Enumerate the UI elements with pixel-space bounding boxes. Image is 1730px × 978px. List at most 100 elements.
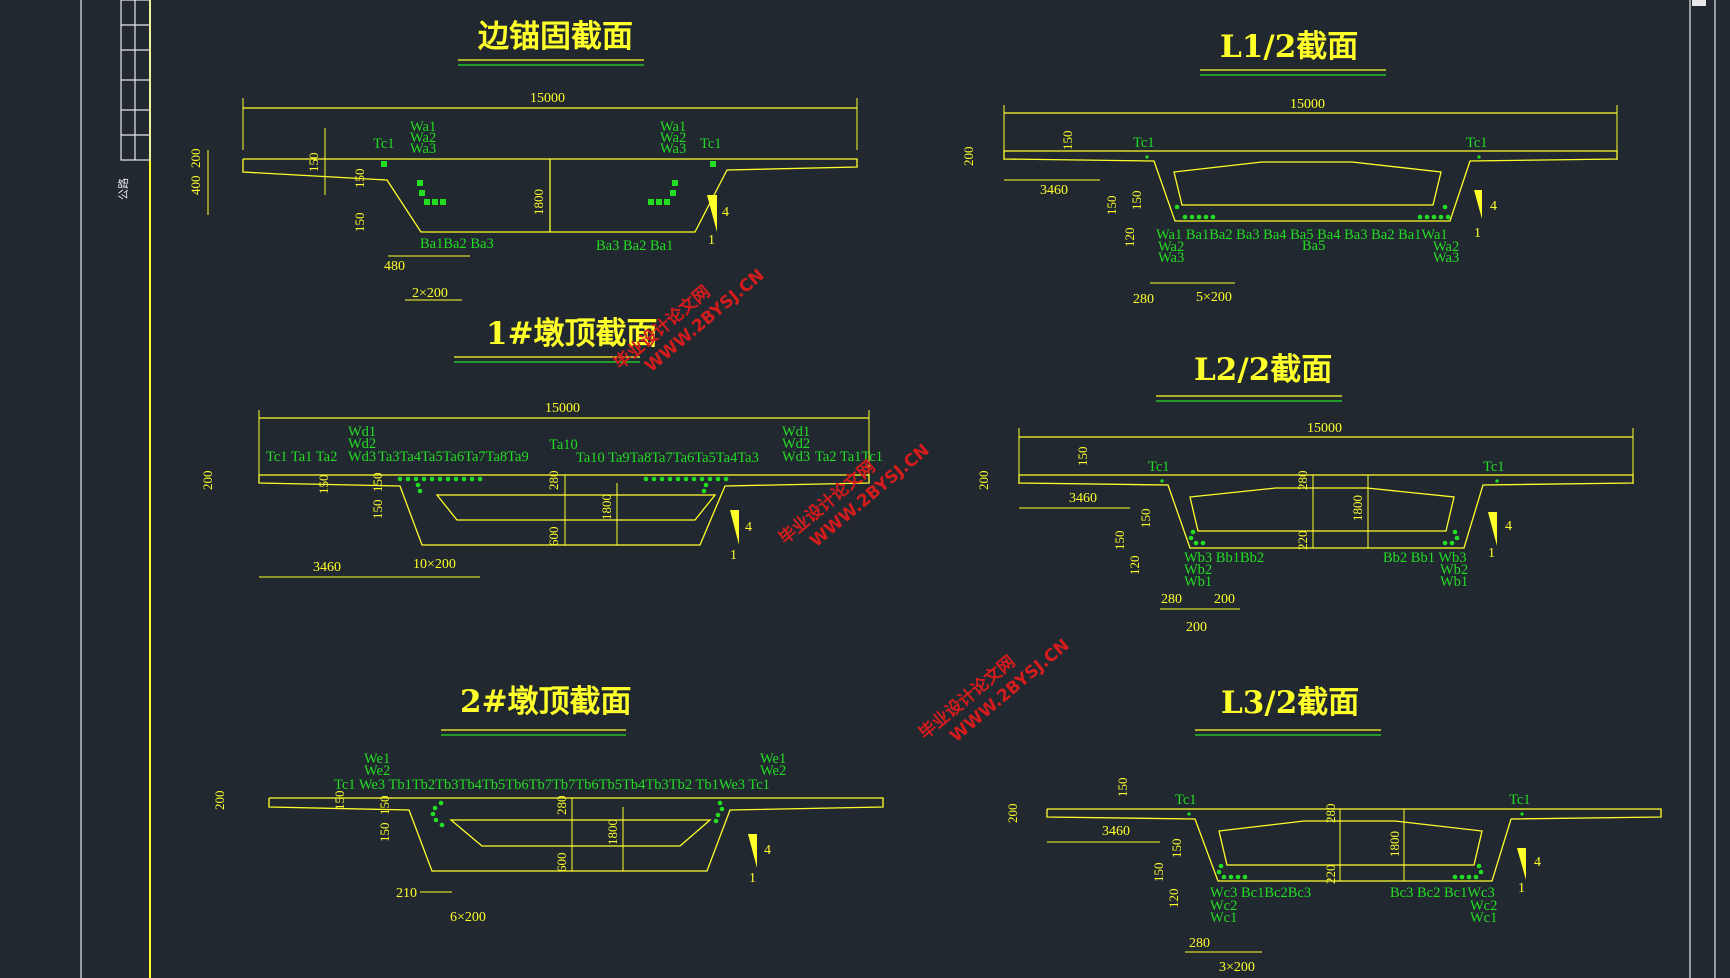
section-title: L3/2截面 [1221, 685, 1359, 721]
dim-120: 120 [1127, 556, 1142, 576]
wc-right-1: Wc1 [1470, 910, 1497, 926]
wa-left-3: Wa3 [410, 141, 436, 157]
dim-280: 280 [554, 796, 569, 816]
dim-3460: 3460 [313, 560, 341, 575]
wd-left-3: Wd3 [348, 449, 376, 465]
slope-bottom: 1 [1518, 881, 1525, 896]
width-dimension: 15000 [545, 401, 580, 416]
dim-6x200: 6×200 [450, 910, 486, 925]
slope-bottom: 1 [1488, 546, 1495, 561]
dim-120: 120 [1122, 228, 1137, 248]
section-title: 1#墩顶截面 [486, 316, 658, 352]
slope-top: 4 [1490, 199, 1497, 214]
dim-150-c: 150 [352, 213, 367, 233]
dim-200: 200 [976, 471, 991, 491]
dim-150-b: 150 [352, 169, 367, 189]
dim-1800: 1800 [599, 494, 614, 520]
dim-200-b: 200 [1186, 620, 1207, 635]
ta-left-inner: Ta3Ta4Ta5Ta6Ta7Ta8Ta9 [378, 449, 529, 465]
wb-left-1: Wb1 [1184, 574, 1212, 590]
dim-5x200: 5×200 [1196, 290, 1232, 305]
dim-200: 200 [188, 149, 203, 169]
section-title: 边锚固截面 [478, 19, 633, 55]
dim-200: 200 [200, 471, 215, 491]
wa-left-1: Wa1 [410, 119, 436, 135]
wd-left-1: Wd1 [348, 424, 376, 440]
we-left-1: We1 [364, 751, 390, 767]
dim-1800: 1800 [605, 819, 620, 845]
slope-bottom: 1 [1474, 226, 1481, 241]
tb-row: Tc1 We3 Tb1Tb2Tb3Tb4Tb5Tb6Tb7Tb7Tb6Tb5Tb… [334, 777, 770, 793]
wb-left-2: Wb2 [1184, 562, 1212, 578]
wb-right-1: Wb1 [1440, 574, 1468, 590]
ba-left-row: Ba1Ba2 Ba3 [420, 236, 494, 252]
dim-150-b: 150 [377, 796, 392, 816]
dim-480: 480 [384, 259, 405, 274]
ta-right-outer: Ta2 Ta1Tc1 [815, 449, 883, 465]
dim-200: 200 [961, 147, 976, 167]
dim-3460: 3460 [1069, 491, 1097, 506]
dim-280-b: 280 [1189, 936, 1210, 951]
wd-right-2: Wd2 [782, 436, 810, 452]
watermark-3: 毕业设计论文网 WWW.2BYSJ.CN [915, 635, 1074, 746]
dim-280: 280 [1295, 471, 1310, 491]
dim-400: 400 [188, 176, 203, 196]
wa-right-3: Wa3 [660, 141, 686, 157]
section-pier1-top: 1#墩顶截面 15000 200 150 150 150 280 600 180… [200, 316, 883, 578]
bc-right-row: Bc3 Bc2 Bc1Wc3 [1390, 885, 1495, 901]
dim-150-b: 150 [1169, 839, 1184, 859]
dim-1800: 1800 [1387, 831, 1402, 857]
dim-280: 280 [1133, 292, 1154, 307]
ba5-label: Ba5 [1302, 238, 1325, 254]
dim-150-a: 150 [1115, 778, 1130, 798]
wd-right-1: Wd1 [782, 424, 810, 440]
tc-left: Tc1 [373, 136, 395, 152]
wa-right-2: Wa2 [660, 130, 686, 146]
dim-120: 120 [1166, 889, 1181, 909]
tc-right: Tc1 [700, 136, 722, 152]
dim-220: 220 [1295, 531, 1310, 551]
wb-right-2: Wb2 [1440, 562, 1468, 578]
ta-left-outer: Tc1 Ta1 Ta2 [266, 449, 337, 465]
wa-left-3: Wa3 [1158, 250, 1184, 266]
dim-3x200: 3×200 [1219, 960, 1255, 975]
dim-1800: 1800 [531, 189, 546, 215]
dim-210: 210 [396, 886, 417, 901]
section-title: 2#墩顶截面 [460, 684, 632, 720]
ba-row: Wa1 Ba1Ba2 Ba3 Ba4 Ba5 Ba4 Ba3 Ba2 Ba1Wa… [1156, 227, 1448, 243]
dim-150-a: 150 [1075, 447, 1090, 467]
slope-top: 4 [1505, 519, 1512, 534]
section-edge-anchorage: 边锚固截面 15000 200 400 150 150 150 1800 Wa1… [188, 19, 858, 301]
section-l3-2: L3/2截面 200 150 3460 150 150 120 280 220 … [1005, 685, 1662, 975]
tc-right: Tc1 [1466, 135, 1488, 151]
section-title: L1/2截面 [1220, 29, 1358, 65]
sidebar-label: 公路 [117, 178, 130, 200]
tc-right: Tc1 [1509, 792, 1531, 808]
dim-10x200: 10×200 [413, 557, 456, 572]
width-dimension: 15000 [530, 91, 565, 106]
we-left-2: We2 [364, 763, 390, 779]
dim-150-a: 150 [306, 153, 321, 173]
wc-left-2: Wc2 [1210, 898, 1237, 914]
dim-150-a: 150 [316, 475, 331, 495]
dim-150-c: 150 [1112, 531, 1127, 551]
dim-150-b: 150 [1104, 196, 1119, 216]
dim-3460: 3460 [1040, 183, 1068, 198]
bb-right-row: Bb2 Bb1 Wb3 [1383, 550, 1467, 566]
section-l1-2: L1/2截面 15000 200 150 3460 150 150 120 Tc… [961, 29, 1618, 307]
bc-left-row: Wc3 Bc1Bc2Bc3 [1210, 885, 1311, 901]
dim-600: 600 [554, 853, 569, 873]
wa-left-2: Wa2 [1158, 239, 1184, 255]
wa-right-1: Wa1 [660, 119, 686, 135]
dim-200: 200 [212, 791, 227, 811]
drawing-frame [80, 0, 1716, 978]
slope-top: 4 [722, 205, 729, 220]
tc-right: Tc1 [1483, 459, 1505, 475]
dim-1800: 1800 [1350, 495, 1365, 521]
wc-left-1: Wc1 [1210, 910, 1237, 926]
slope-top: 4 [1534, 855, 1541, 870]
section-title: L2/2截面 [1194, 352, 1332, 388]
dim-150-b: 150 [1138, 509, 1153, 529]
dim-600: 600 [546, 527, 561, 547]
width-dimension: 15000 [1290, 97, 1325, 112]
